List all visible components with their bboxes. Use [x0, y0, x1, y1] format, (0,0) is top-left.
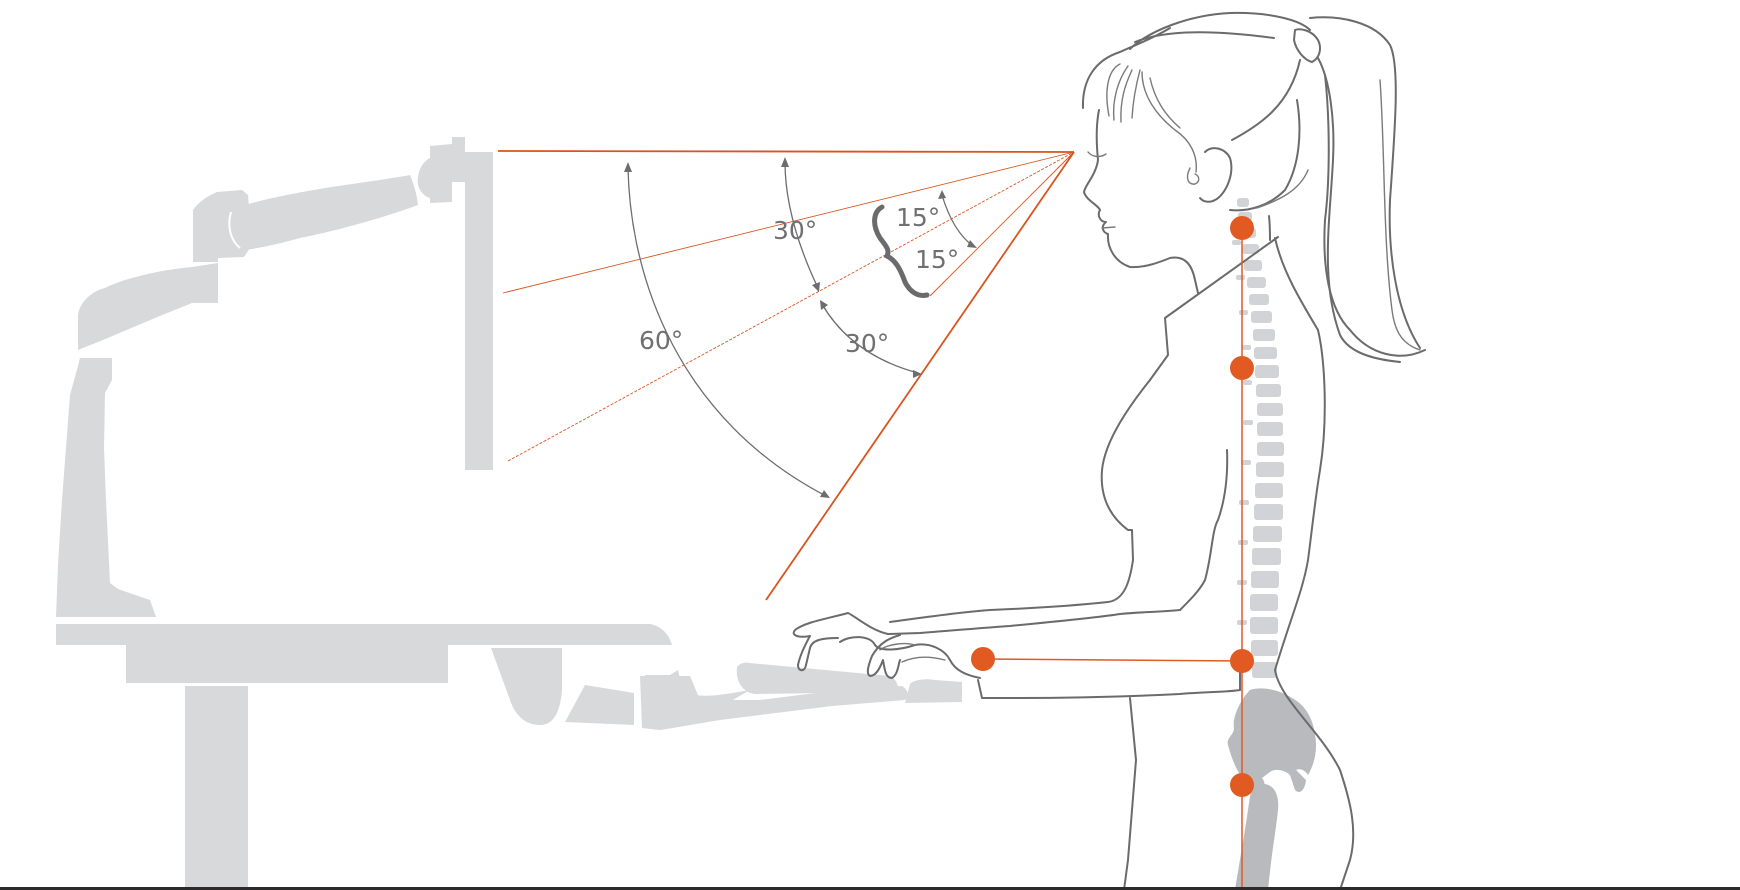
angle-arcs	[624, 157, 977, 498]
sight-lines	[497, 150, 1075, 601]
sight-line-horizontal	[497, 150, 1075, 153]
joint-marker-hip	[1230, 773, 1254, 797]
joint-marker-wrist	[971, 647, 995, 671]
joint-marker-elbow	[1230, 649, 1254, 673]
bottom-border	[0, 887, 1740, 890]
keyboard	[736, 662, 898, 694]
angle-label-30-upper: 30°	[773, 216, 817, 245]
sight-line-60	[765, 151, 1075, 601]
posture-alignment	[971, 216, 1254, 890]
angle-label-15-upper: 15°	[896, 203, 940, 232]
sight-line-30	[507, 151, 1075, 462]
angle-label-30-lower: 30°	[845, 329, 889, 358]
spine-skeleton	[1227, 198, 1317, 890]
joint-marker-shoulder	[1230, 356, 1254, 380]
desk	[56, 624, 672, 890]
sight-line-optimal-lower	[929, 151, 1075, 297]
monitor-arm	[56, 137, 493, 617]
angle-label-60: 60°	[639, 326, 683, 355]
angle-labels: 60° 30° 15° 15° 30°	[639, 203, 959, 358]
joint-marker-neck	[1230, 216, 1254, 240]
monitor-screen	[465, 152, 493, 470]
sight-line-15-up	[502, 151, 1075, 294]
angle-label-15-lower: 15°	[915, 245, 959, 274]
forearm-alignment-line	[982, 658, 1243, 662]
keyboard-tray	[491, 648, 962, 730]
optimal-zone-brace	[872, 204, 930, 298]
figure-outline	[792, 11, 1426, 890]
